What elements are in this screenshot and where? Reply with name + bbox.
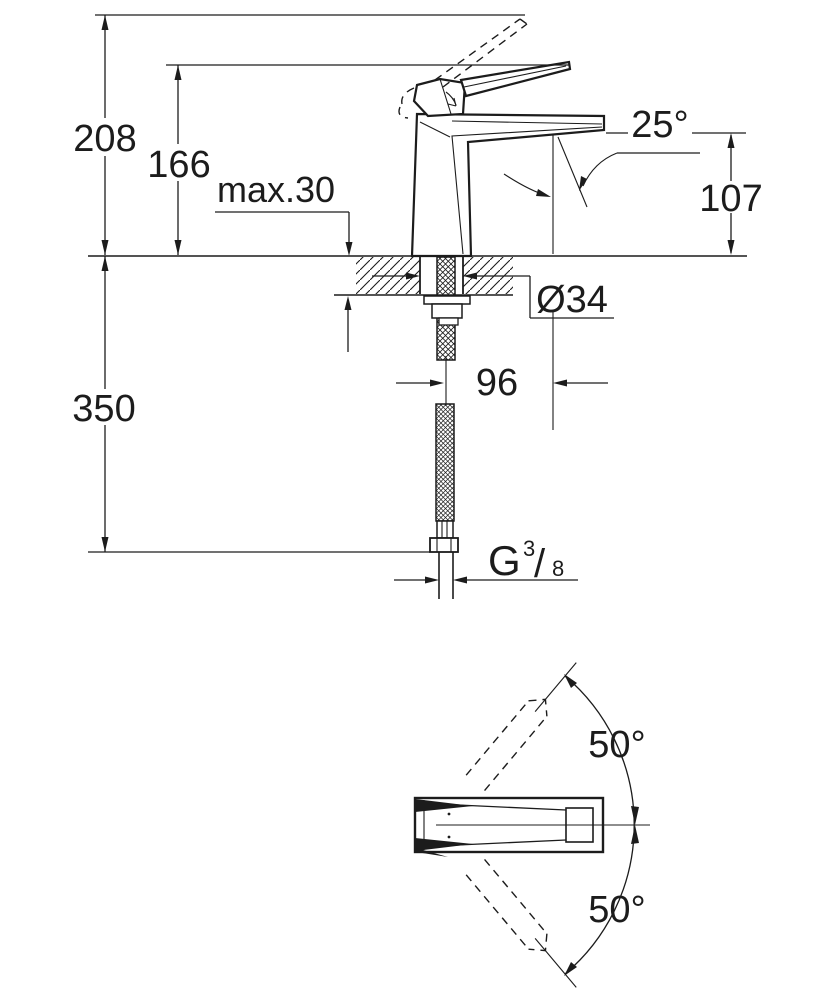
swivel-arc-path (564, 675, 635, 975)
arc-end-arrow-icon (564, 674, 577, 688)
facet-dot (447, 812, 451, 816)
ghost-lever-top (434, 18, 521, 81)
ghost-edge (484, 715, 548, 792)
arrow-down-icon (101, 537, 109, 552)
ghost-lever-bottom (442, 23, 528, 88)
head-facet-line (439, 78, 452, 115)
top-view: 50° 50° (413, 662, 650, 988)
hole-diameter-label: Ø34 (536, 279, 608, 321)
dim-spray-angle: 25° (503, 104, 700, 254)
hose-ferrule (436, 520, 454, 539)
side-view: 208 166 max.30 (72, 14, 763, 599)
arrow-up-icon (101, 15, 109, 30)
dim-deck-thickness: max.30 (215, 169, 353, 352)
handle-blade-edge-bottom (415, 838, 473, 851)
body-crease (419, 121, 451, 138)
arrow-down-icon (101, 240, 109, 255)
ghost-head-arc (398, 106, 409, 119)
lever-height-label: 166 (147, 144, 210, 186)
arc-center-arrow-icon (631, 825, 639, 844)
arrow-up-icon (727, 133, 735, 148)
ghost-edge (484, 858, 548, 935)
ghost-lever-tip (519, 18, 528, 25)
arrow-up-icon (344, 296, 352, 310)
spray-angle-label: 25° (631, 104, 688, 146)
braided-hose (435, 403, 455, 522)
dim-spout-projection: 96 (396, 312, 608, 430)
deck-thickness-label: max.30 (217, 169, 335, 210)
dim-hose-length: 350 (72, 256, 430, 553)
dim-thread-size: G 3 / 8 (394, 536, 578, 586)
ghost-edge (465, 700, 530, 776)
mounting-nut (431, 303, 463, 319)
arrow-left-icon (453, 576, 467, 584)
arrow-up-icon (174, 65, 182, 80)
thread-prefix-label: G (488, 537, 521, 584)
arrow-up-icon (101, 256, 109, 271)
faucet-body (410, 112, 606, 258)
outlet-height-label: 107 (699, 178, 762, 220)
ghost-handle-up (465, 662, 577, 792)
arrow-right-icon (425, 576, 439, 584)
spout-underside-edge (451, 126, 603, 255)
arrow-left-icon (463, 272, 477, 280)
ghost-head-arc (401, 87, 415, 105)
ghost-axis-line (534, 938, 577, 988)
swivel-down-label: 50° (588, 889, 645, 931)
hose-hex-nut (429, 537, 459, 553)
arc-end-arrow-icon (564, 962, 577, 976)
lever-taper-top (436, 803, 567, 811)
arc-arrow-icon (579, 176, 587, 191)
mounting-shank (423, 256, 471, 406)
swivel-arc (564, 674, 639, 976)
arc-center-arrow-icon (631, 806, 639, 825)
supply-hose (429, 403, 459, 599)
overall-height-label: 208 (73, 118, 136, 160)
ghost-axis-line (534, 662, 577, 712)
thread-denominator-label: 8 (552, 556, 564, 581)
swivel-up-label: 50° (588, 724, 645, 766)
facet-dot (447, 835, 451, 839)
lever-inner-line (463, 65, 567, 88)
lever-raised-ghost (398, 18, 528, 119)
lever-taper-bottom (436, 839, 567, 847)
arrow-down-icon (345, 242, 353, 256)
angle-leader-arc (582, 152, 618, 187)
dim-overall-height: 208 (73, 14, 525, 255)
rotation-indicator-arrow (447, 97, 457, 107)
thread-slash-label: / (534, 542, 546, 586)
handle-blade-tip (416, 848, 448, 857)
handle-pivot-head (412, 77, 467, 118)
arrow-left-icon (553, 379, 567, 387)
mounting-washer (423, 295, 471, 305)
dim-hole-diameter: Ø34 (372, 272, 614, 321)
hose-length-label: 350 (72, 388, 135, 430)
handle-blade-edge-top (415, 799, 473, 812)
spout-projection-label: 96 (476, 362, 518, 404)
arc-arrow-icon (536, 189, 551, 197)
spray-angle-line (557, 136, 588, 208)
arrow-down-icon (174, 240, 182, 255)
arrow-right-icon (430, 379, 444, 387)
spout-top-band (451, 120, 603, 125)
dim-lever-height: 166 (147, 64, 570, 255)
dim-outlet-height: 107 (606, 132, 763, 255)
arrow-right-icon (406, 272, 420, 280)
thread-numerator-label: 3 (523, 536, 535, 561)
handle-assembly (398, 18, 572, 119)
arrow-down-icon (727, 240, 735, 255)
ghost-edge (465, 874, 530, 950)
ghost-handle-down (465, 858, 577, 988)
mounting-nut-step (438, 317, 459, 326)
